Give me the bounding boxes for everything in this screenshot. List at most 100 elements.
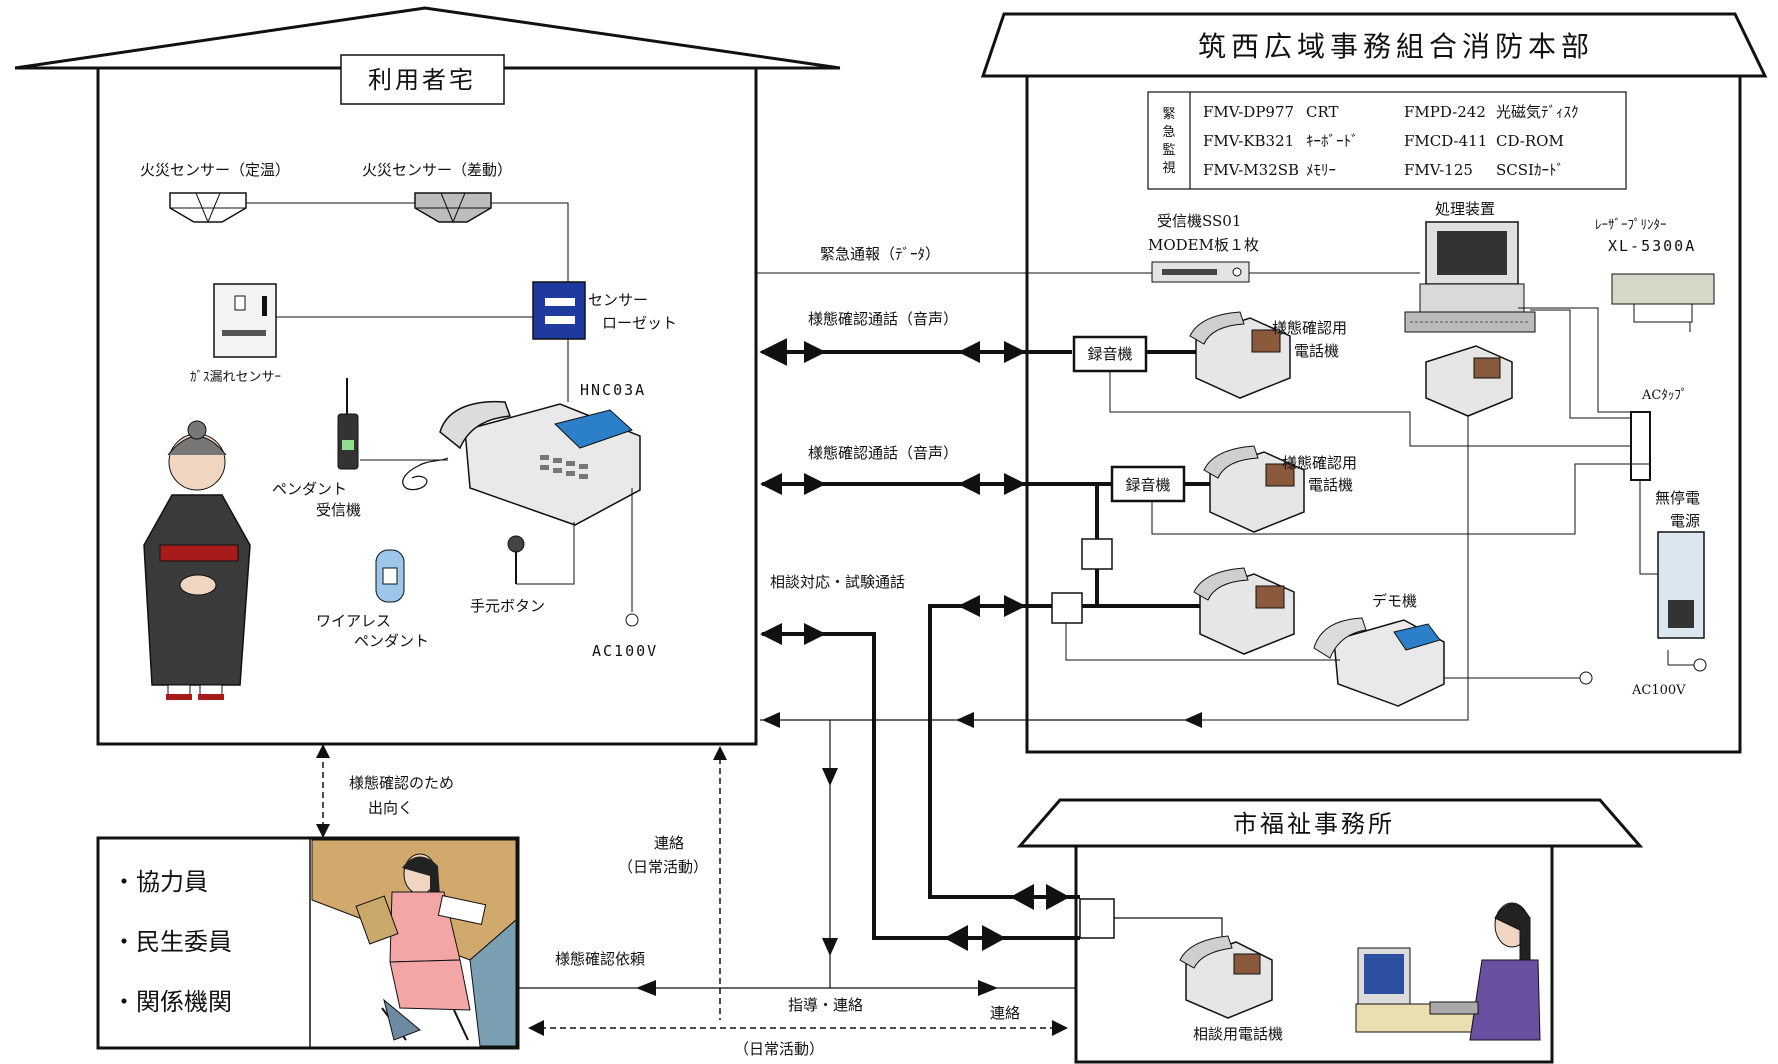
- monitor-label-1: 緊: [1162, 107, 1175, 122]
- gas-leak-sensor: ｶﾞｽ漏れセンサｰ: [190, 283, 281, 385]
- equipment-list-box: [1147, 91, 1627, 190]
- request-link: 様態確認依頼 指導・連絡 連絡: [518, 950, 1076, 1022]
- equip-desc-2: ｷｰﾎﾞｰﾄﾞ: [1306, 132, 1359, 150]
- ac-tap: ACﾀｯﾌﾟ: [1630, 388, 1687, 481]
- cooperator-item-1: ・協力員: [112, 868, 208, 896]
- fire-hq: 筑西広域事務組合消防本部: [980, 12, 1768, 754]
- return-line: [760, 712, 1202, 728]
- status-phone-1: 様態確認用 電話機: [1189, 311, 1347, 399]
- recorder-1-box: [1072, 335, 1148, 373]
- wireless-pendant-label-1: ワイアレス: [316, 612, 391, 630]
- fire-sensor-diff: 火災センサー（差動）: [362, 161, 512, 223]
- equip-model-2: FMV-KB321: [1203, 132, 1294, 150]
- receiver-label-1: 受信機SS01: [1157, 212, 1241, 230]
- processor-phone: [1425, 345, 1513, 417]
- equip-model-6: FMV-125: [1404, 161, 1473, 179]
- welfare-phone-label: 相談用電話機: [1193, 1025, 1283, 1043]
- hq-roof: [980, 12, 1768, 78]
- emergency-data-label: 緊急通報（ﾃﾞｰﾀ）: [820, 245, 940, 263]
- ac-tap-label: ACﾀｯﾌﾟ: [1641, 388, 1687, 403]
- user-home-roof: [14, 6, 841, 70]
- equip-desc-5: CD-ROM: [1496, 132, 1564, 150]
- cooperator-phone-illustration: [311, 839, 517, 1047]
- contact-daily-link: 連絡 （日常活動）: [618, 746, 727, 1020]
- processor-label: 処理装置: [1435, 200, 1495, 218]
- welfare-consult-phone: 相談用電話機: [1179, 935, 1283, 1043]
- phone-2-label-1: 様態確認用: [1282, 454, 1357, 472]
- monitor-label-3: 監: [1162, 142, 1175, 158]
- wireless-pendant-label-2: ペンダント: [354, 632, 429, 650]
- daily-activity-label: （日常活動）: [618, 858, 708, 876]
- hq-wiring: [1065, 307, 1691, 721]
- go-check-label-1: 様態確認のため: [349, 774, 454, 792]
- consult-call-label: 相談対応・試験通話: [770, 573, 905, 591]
- voice-call-link-2: 様態確認通話（音声）: [760, 444, 1112, 495]
- equip-desc-1: CRT: [1306, 103, 1339, 121]
- phone-1-label-1: 様態確認用: [1272, 319, 1347, 337]
- voice-call-link-1: 様態確認通話（音声）: [759, 310, 1072, 366]
- phone-2-label-2: 電話機: [1308, 476, 1353, 494]
- monitor-label-2: 急: [1162, 125, 1175, 140]
- daily-activity-label-2: （日常活動）: [734, 1040, 824, 1058]
- laser-printer: ﾚｰｻﾞｰﾌﾟﾘﾝﾀｰ XL-5300A: [1595, 218, 1715, 323]
- pendant-receiver: ペンダント 受信機: [272, 378, 361, 519]
- processor: 処理装置: [1404, 200, 1536, 333]
- sensor-outlet-label-1: センサー: [588, 291, 648, 309]
- daily-activity-link: （日常活動）: [528, 1020, 1068, 1058]
- elderly-woman-illustration: [143, 420, 251, 700]
- equip-model-5: FMCD-411: [1404, 132, 1487, 150]
- user-home-title: 利用者宅: [368, 66, 476, 94]
- consult-call-link: 相談対応・試験通話: [760, 573, 1080, 940]
- wireless-pendant: ワイアレス ペンダント: [316, 549, 429, 650]
- office-worker-illustration: [1355, 902, 1541, 1041]
- home-ac-label: AC100V: [592, 642, 658, 660]
- welfare-wall: [1074, 844, 1554, 1064]
- fire-sensor-fixed: 火災センサー（定温）: [140, 161, 290, 223]
- hand-button: 手元ボタン: [470, 522, 575, 615]
- demo-label: デモ機: [1372, 592, 1417, 610]
- cooperator-item-3: ・関係機関: [112, 988, 232, 1016]
- welfare-office: 市福祉事務所: [1016, 798, 1644, 1064]
- gas-sensor-label: ｶﾞｽ漏れセンサｰ: [190, 369, 281, 385]
- sensor-outlet: センサー ローゼット: [532, 281, 677, 340]
- go-check-link: 様態確認のため 出向く: [316, 744, 454, 838]
- guidance-vertical: [822, 720, 838, 988]
- junction-box-2: [1051, 592, 1083, 624]
- recorder-2: 録音機: [1110, 465, 1186, 503]
- recorder-1-label: 録音機: [1087, 345, 1132, 363]
- request-label: 様態確認依頼: [555, 950, 645, 968]
- equip-desc-6: SCSIｶｰﾄﾞ: [1496, 161, 1564, 179]
- ups-icon: [1657, 531, 1705, 639]
- fire-sensor-diff-label: 火災センサー（差動）: [362, 161, 512, 179]
- recorder-2-box: [1110, 465, 1186, 503]
- hnc03a-terminal: [439, 400, 641, 526]
- woman-obi: [159, 544, 239, 562]
- fire-sensor-fixed-label: 火災センサー（定温）: [140, 161, 290, 179]
- ac-tap-icon: [1630, 411, 1651, 481]
- demo-unit: デモ機: [1313, 592, 1445, 707]
- processor-phone-icon: [1425, 345, 1513, 417]
- welfare-title: 市福祉事務所: [1233, 810, 1395, 838]
- equipment-list: 緊 急 監 視 FMV-DP977 CRT FMV-KB321 ｷｰﾎﾞｰﾄﾞ …: [1147, 91, 1627, 190]
- pendant-receiver-label-2: 受信機: [316, 501, 361, 519]
- ups-label-1: 無停電: [1655, 489, 1700, 507]
- terminal-screen-icon: [554, 409, 633, 449]
- ups-label-2: 電源: [1670, 512, 1700, 530]
- worker-body: [1469, 959, 1541, 1041]
- sensor-outlet-icon: [532, 281, 586, 340]
- equip-desc-4: 光磁気ﾃﾞｨｽｸ: [1496, 103, 1579, 121]
- contact2-label: 連絡: [990, 1004, 1020, 1022]
- consult-phone-hq: [1193, 567, 1295, 655]
- printer-label-1: ﾚｰｻﾞｰﾌﾟﾘﾝﾀｰ: [1595, 218, 1667, 233]
- hand-button-icon: [507, 535, 525, 553]
- welfare-roof: [1016, 798, 1644, 848]
- guidance-label: 指導・連絡: [788, 996, 863, 1014]
- status-phone-2: 様態確認用 電話機: [1203, 445, 1357, 533]
- recorder-1: 録音機: [1072, 335, 1148, 373]
- receiver-ss01: 受信機SS01 MODEM板１枚: [1148, 212, 1259, 283]
- printer-label-2: XL-5300A: [1608, 237, 1696, 255]
- sensor-outlet-label-2: ローゼット: [602, 314, 677, 332]
- junction-box-1: [1081, 538, 1113, 570]
- recorder-2-label: 録音機: [1125, 476, 1170, 494]
